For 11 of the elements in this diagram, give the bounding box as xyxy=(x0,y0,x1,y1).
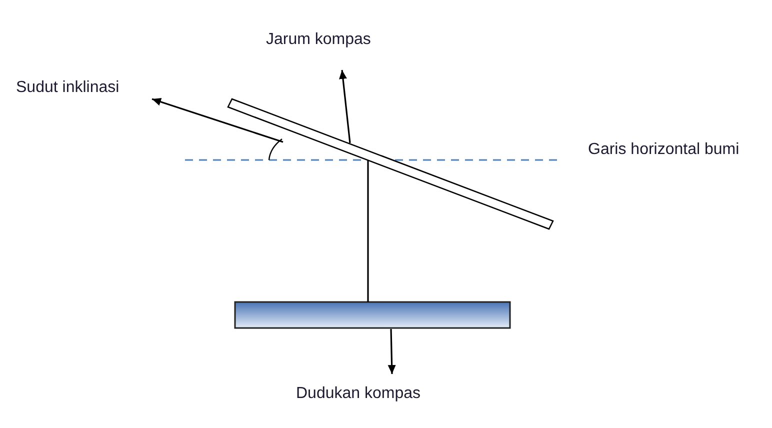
part-label: Dudukan kompas xyxy=(296,384,421,404)
angle-arc xyxy=(268,138,282,160)
part-label: Jarum kompas xyxy=(266,30,371,50)
leader-arrow xyxy=(339,70,351,144)
support-rod xyxy=(367,160,369,302)
compass-needle xyxy=(227,98,554,230)
leader-arrow xyxy=(152,98,284,143)
part-label: Garis horizontal bumi xyxy=(588,140,740,160)
compass-base xyxy=(234,301,511,329)
leader-arrow xyxy=(388,328,396,374)
part-label: Sudut inklinasi xyxy=(16,78,120,98)
